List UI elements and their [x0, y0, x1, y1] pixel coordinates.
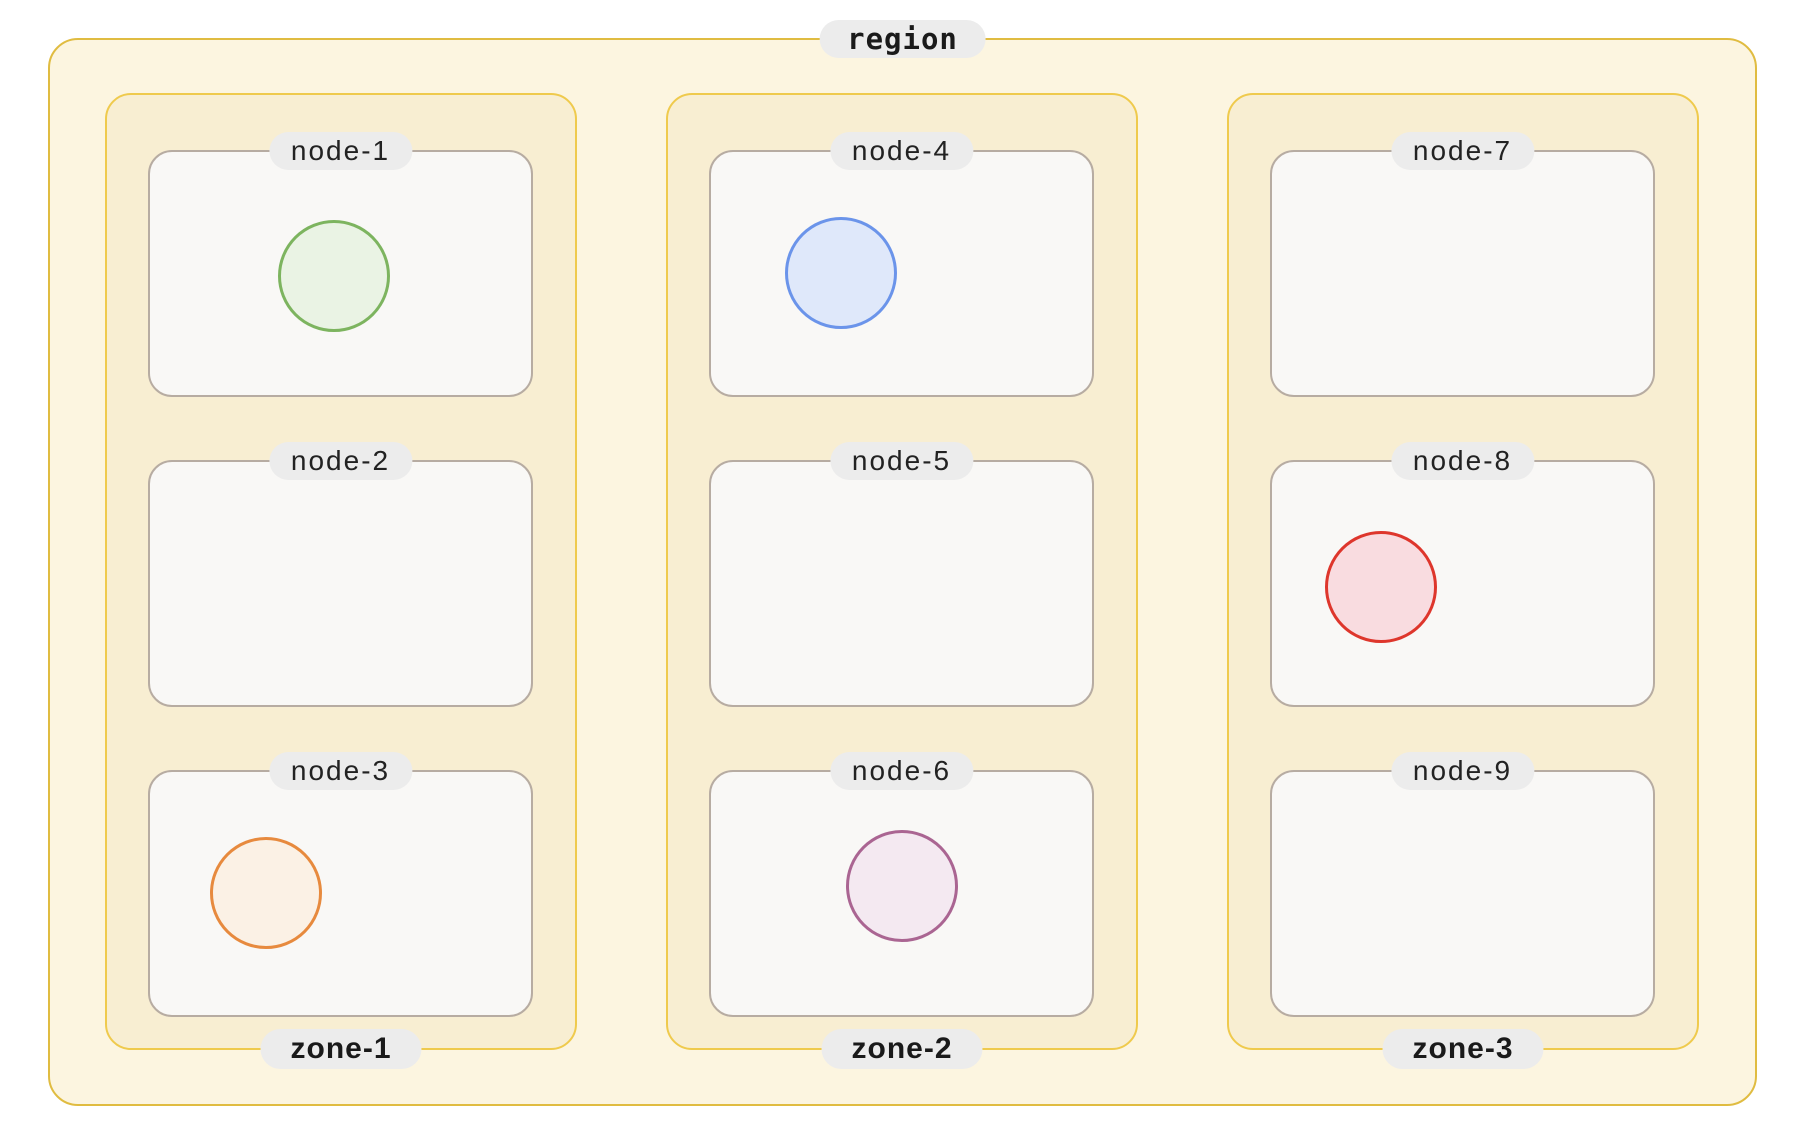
purple-circle: [846, 830, 958, 942]
zone-container-zone-3: node-7 node-8 node-9 zone-3: [1227, 93, 1699, 1069]
zones: node-1 node-2 node-3 zone-1 node-4 node-…: [105, 93, 1699, 1069]
node-label: node-2: [268, 442, 413, 480]
node-box-node-4: node-4: [709, 132, 1094, 397]
region-container: region node-1 node-2 node-3 zone-1 node-…: [48, 20, 1757, 1106]
zone-container-zone-1: node-1 node-2 node-3 zone-1: [105, 93, 577, 1069]
region-label: region: [819, 20, 986, 58]
node-box-node-2: node-2: [148, 442, 533, 707]
green-circle: [278, 220, 390, 332]
zone-label: zone-2: [821, 1029, 983, 1069]
node-box-node-5: node-5: [709, 442, 1094, 707]
zone-nodes: node-7 node-8 node-9: [1270, 132, 1697, 1017]
red-circle: [1325, 531, 1437, 643]
blue-circle: [785, 217, 897, 329]
node-box-node-1: node-1: [148, 132, 533, 397]
node-label: node-5: [829, 442, 974, 480]
zone-container-zone-2: node-4 node-5 node-6 zone-2: [666, 93, 1138, 1069]
zone-label: zone-1: [260, 1029, 422, 1069]
orange-circle: [210, 837, 322, 949]
node-label: node-7: [1390, 132, 1535, 170]
node-label: node-6: [829, 752, 974, 790]
node-label: node-4: [829, 132, 974, 170]
node-box-node-7: node-7: [1270, 132, 1655, 397]
node-box-node-9: node-9: [1270, 752, 1655, 1017]
zone-nodes: node-4 node-5 node-6: [709, 132, 1136, 1017]
node-box-node-6: node-6: [709, 752, 1094, 1017]
node-label: node-3: [268, 752, 413, 790]
node-label: node-8: [1390, 442, 1535, 480]
zone-nodes: node-1 node-2 node-3: [148, 132, 575, 1017]
node-box-node-3: node-3: [148, 752, 533, 1017]
node-label: node-9: [1390, 752, 1535, 790]
zone-label: zone-3: [1382, 1029, 1544, 1069]
node-label: node-1: [268, 132, 413, 170]
node-box-node-8: node-8: [1270, 442, 1655, 707]
